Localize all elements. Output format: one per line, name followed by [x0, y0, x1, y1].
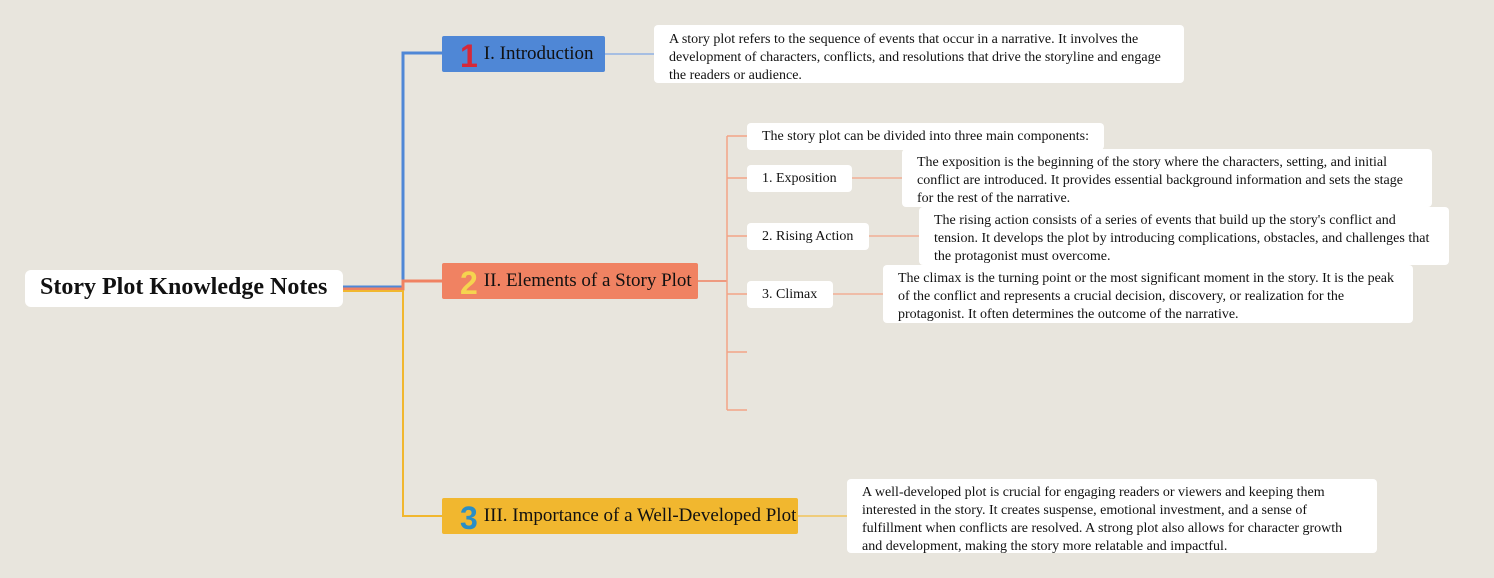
connector-root-to-branch-2	[343, 279, 442, 291]
number-three-icon: 3	[460, 500, 478, 536]
note-rising-action[interactable]: The rising action consists of a series o…	[919, 207, 1449, 265]
branch-elements[interactable]: 2 II. Elements of a Story Plot	[442, 263, 698, 299]
branch-label: II. Elements of a Story Plot	[483, 270, 692, 291]
branch-label: I. Introduction	[483, 43, 594, 64]
note-importance[interactable]: A well-developed plot is crucial for eng…	[847, 479, 1377, 553]
branch-label: III. Importance of a Well-Developed Plot	[483, 505, 797, 526]
number-two-icon: 2	[460, 265, 478, 301]
note-climax[interactable]: The climax is the turning point or the m…	[883, 265, 1413, 323]
subtopic-rising-action[interactable]: 2. Rising Action	[747, 223, 869, 250]
note-exposition[interactable]: The exposition is the beginning of the s…	[902, 149, 1432, 207]
connector-root-to-branch-1	[343, 51, 442, 289]
branch-importance[interactable]: 3 III. Importance of a Well-Developed Pl…	[442, 498, 798, 534]
subtopic-exposition[interactable]: 1. Exposition	[747, 165, 852, 192]
number-one-icon: 1	[460, 38, 478, 74]
note-introduction[interactable]: A story plot refers to the sequence of e…	[654, 25, 1184, 83]
connector-root-to-branch-3	[343, 290, 442, 517]
central-topic[interactable]: Story Plot Knowledge Notes	[25, 270, 343, 307]
subtopic-climax[interactable]: 3. Climax	[747, 281, 833, 308]
subtopic-components[interactable]: The story plot can be divided into three…	[747, 123, 1104, 150]
branch-introduction[interactable]: 1 I. Introduction	[442, 36, 605, 72]
